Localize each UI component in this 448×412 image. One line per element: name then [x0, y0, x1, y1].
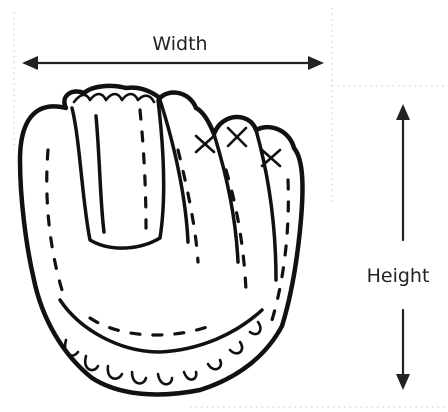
height-arrow-top-head	[396, 104, 410, 120]
width-arrow-right-head	[308, 56, 324, 70]
width-dimension: Width	[22, 33, 324, 70]
baseball-glove-icon	[20, 86, 302, 395]
width-arrow-left-head	[22, 56, 38, 70]
height-dimension: Height	[367, 104, 430, 390]
height-label: Height	[367, 265, 430, 287]
width-label: Width	[152, 33, 207, 55]
height-arrow-bottom-head	[396, 374, 410, 390]
